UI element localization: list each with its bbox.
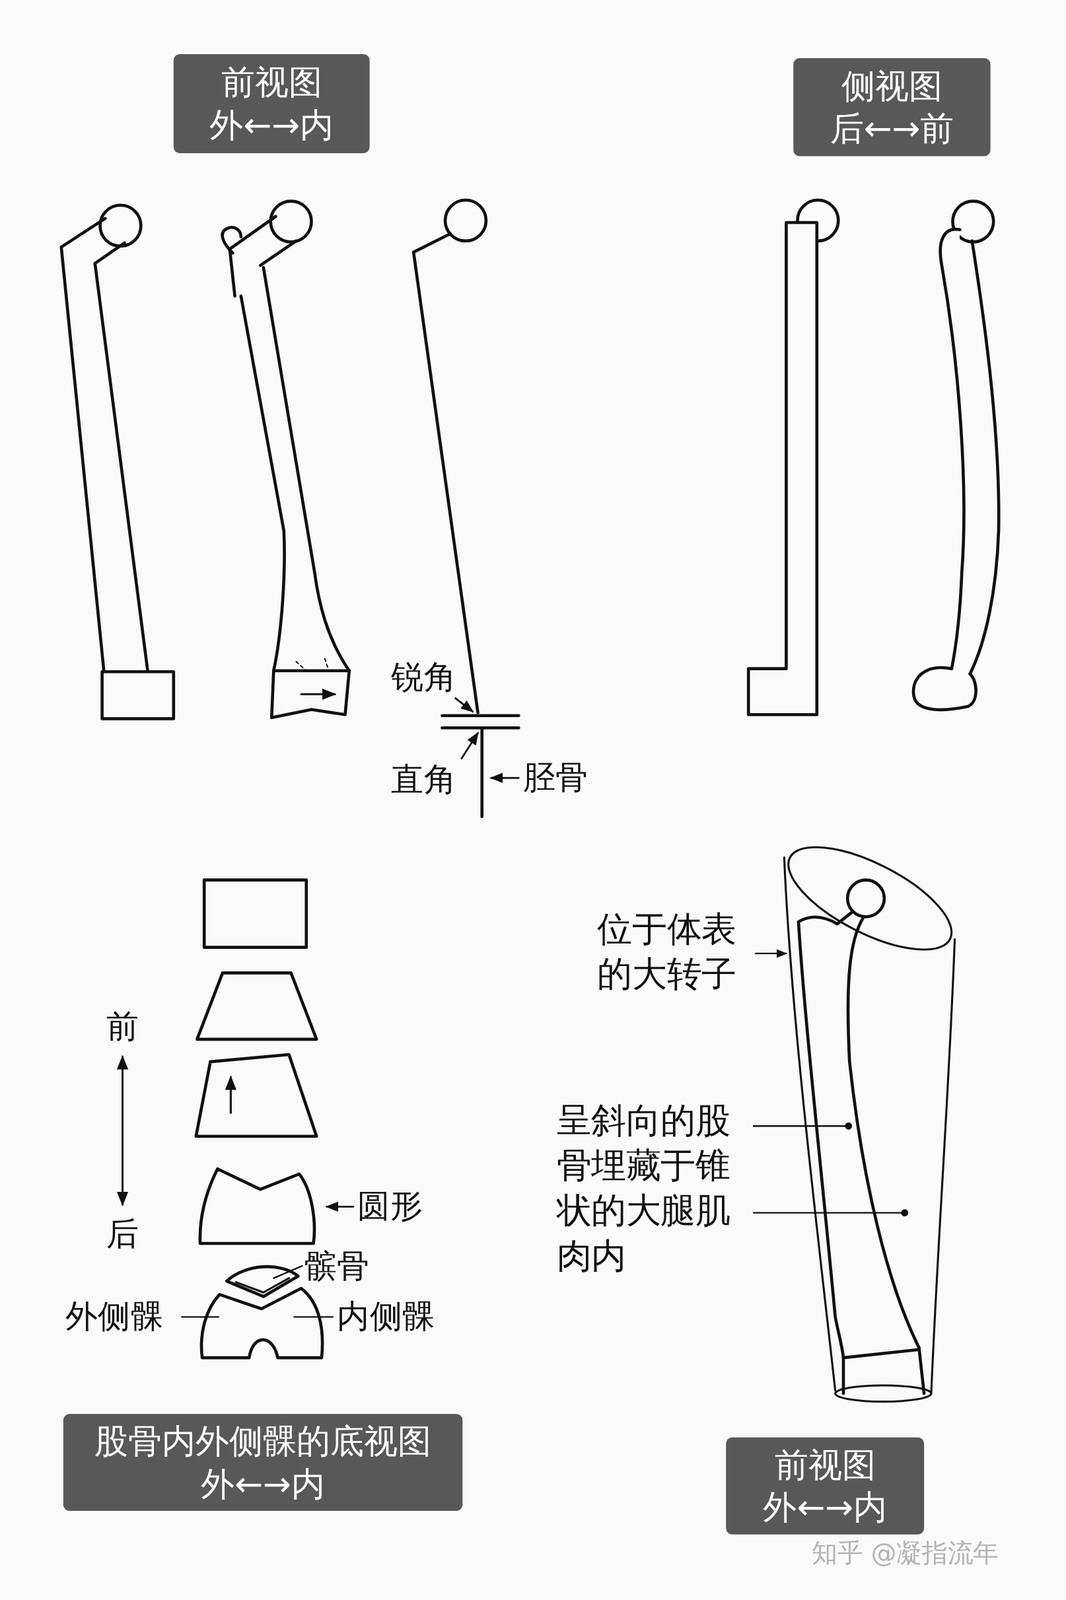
view-label-box: 前视图外←→内 <box>725 1437 924 1535</box>
part-label: 胫骨 <box>523 756 589 800</box>
view-title: 前视图 <box>774 1443 876 1487</box>
view-title: 前视图 <box>221 61 323 104</box>
direction-text: 外←→内 <box>200 1462 325 1506</box>
part-label: 直角 <box>390 758 457 802</box>
direction-text: 后←→前 <box>830 106 955 150</box>
femur-front-detailed <box>222 201 350 718</box>
part-label: 后 <box>106 1213 139 1256</box>
part-label: 外侧髁 <box>65 1295 164 1339</box>
part-label: 位于体表的大转子 <box>597 906 747 998</box>
femur-side-simple <box>748 200 839 715</box>
part-label: 内侧髁 <box>336 1295 435 1339</box>
part-label: 呈斜向的股骨埋藏于锥状的大腿肌肉内 <box>556 1097 742 1279</box>
view-label-box: 前视图外←→内 <box>173 54 370 154</box>
part-label: 髌骨 <box>304 1245 370 1288</box>
part-label: 锐角 <box>390 656 457 699</box>
femur-axis-line <box>413 200 519 818</box>
part-label: 圆形 <box>357 1185 423 1228</box>
femur-side-curved <box>913 201 999 711</box>
view-title: 侧视图 <box>841 65 943 108</box>
direction-text: 外←→内 <box>209 103 334 146</box>
thigh-cone <box>753 826 966 1403</box>
view-label-box: 侧视图后←→前 <box>793 58 991 156</box>
watermark: 知乎 @凝指流年 <box>811 1537 999 1571</box>
direction-text: 外←→内 <box>762 1486 888 1529</box>
cross-sections <box>122 880 354 1359</box>
view-title: 股骨内外侧髁的底视图 <box>94 1420 432 1463</box>
part-label: 前 <box>106 1005 139 1049</box>
view-label-box: 股骨内外侧髁的底视图外←→内 <box>63 1414 463 1512</box>
femur-front-simple <box>61 205 174 720</box>
